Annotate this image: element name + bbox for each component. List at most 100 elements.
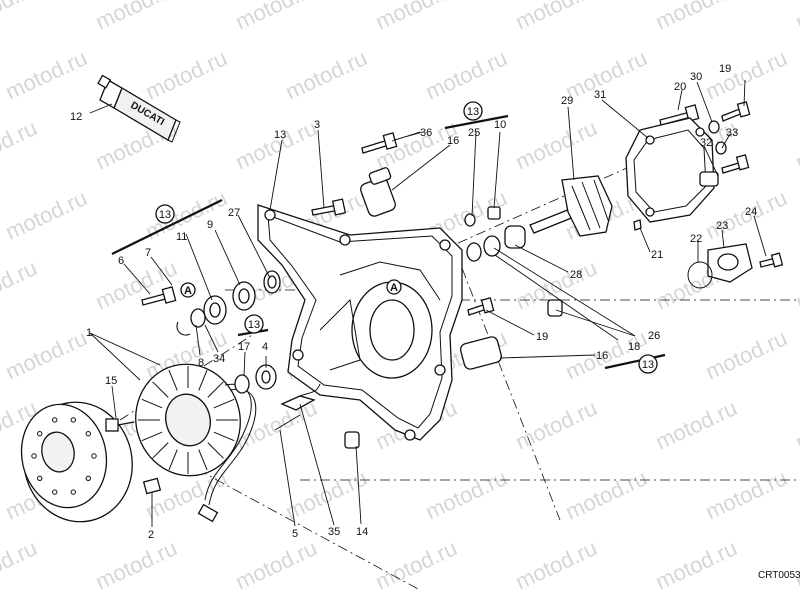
watermark-text: motod.ru xyxy=(562,465,651,524)
callout-6: 6 xyxy=(118,255,124,267)
flywheel-hole xyxy=(52,417,58,423)
stator-tooth xyxy=(141,398,163,409)
grease-tube: DUCATI xyxy=(97,74,181,143)
watermark-text: motod.ru xyxy=(702,325,791,384)
stator-tooth xyxy=(207,442,224,459)
callout-29: 29 xyxy=(561,95,573,107)
callout-5: 5 xyxy=(292,528,298,540)
small-parts xyxy=(274,167,563,449)
stator-tooth xyxy=(152,442,169,459)
callout-13: 13 xyxy=(274,129,286,141)
stator-tooth xyxy=(141,431,163,442)
watermark-text: motod.ru xyxy=(92,535,181,594)
stator-tooth xyxy=(152,381,169,398)
watermark-text: motod.ru xyxy=(92,0,181,35)
flywheel xyxy=(20,401,133,523)
flywheel-hole xyxy=(70,489,77,495)
callout-26: 26 xyxy=(648,330,660,342)
watermark-text: motod.ru xyxy=(652,395,741,454)
flywheel-hole xyxy=(31,453,37,459)
watermark-text: motod.ru xyxy=(142,45,231,104)
bearings xyxy=(176,270,281,394)
watermark-text: motod.ru xyxy=(0,535,41,594)
watermark-text: motod.ru xyxy=(512,0,601,35)
watermark-text: motod.ru xyxy=(792,0,800,35)
watermark-text: motod.ru xyxy=(792,395,800,454)
callout-30: 30 xyxy=(690,71,702,83)
watermark-text: motod.ru xyxy=(792,535,800,594)
watermark-text: motod.ru xyxy=(792,255,800,314)
callout-21: 21 xyxy=(651,249,663,261)
callout-16a: 16 xyxy=(447,135,459,147)
watermark-text: motod.ru xyxy=(372,0,461,35)
cap-and-ring xyxy=(687,243,753,289)
watermark-text: motod.ru xyxy=(512,535,601,594)
callout-36: 36 xyxy=(420,127,432,139)
watermark-text: motod.ru xyxy=(512,395,601,454)
watermark-text: motod.ru xyxy=(0,115,41,174)
stator-tooth xyxy=(168,449,178,471)
group-marker-4: 13 xyxy=(642,359,654,371)
group-marker-3: 13 xyxy=(248,319,260,331)
callout-3: 3 xyxy=(314,119,320,131)
callout-7: 7 xyxy=(145,247,151,259)
callout-12: 12 xyxy=(70,111,82,123)
callout-20: 20 xyxy=(674,81,686,93)
watermark-text: motod.ru xyxy=(0,255,41,314)
flywheel-hole xyxy=(91,453,97,459)
bolts xyxy=(105,101,784,495)
callout-22: 22 xyxy=(690,233,702,245)
watermark-text: motod.ru xyxy=(2,45,91,104)
callout-35: 35 xyxy=(328,526,340,538)
stator-tooth xyxy=(198,369,208,391)
watermark-text: motod.ru xyxy=(232,0,321,35)
watermark-text: motod.ru xyxy=(792,115,800,174)
flywheel-hole xyxy=(85,475,92,481)
watermark-text: motod.ru xyxy=(702,45,791,104)
callout-19a: 19 xyxy=(536,331,548,343)
watermark-text: motod.ru xyxy=(232,115,321,174)
ref-marker-2: A xyxy=(390,282,398,294)
callout-31: 31 xyxy=(594,89,606,101)
watermark-text: motod.ru xyxy=(92,255,181,314)
stator-tooth xyxy=(207,381,224,398)
flywheel-hole xyxy=(85,431,92,437)
watermark-text: motod.ru xyxy=(652,535,741,594)
callout-15: 15 xyxy=(105,375,117,387)
callout-27: 27 xyxy=(228,207,240,219)
callout-17: 17 xyxy=(238,341,250,353)
flywheel-hole xyxy=(37,475,43,481)
watermark-text: motod.ru xyxy=(702,465,791,524)
watermark-text: motod.ru xyxy=(282,45,371,104)
flywheel-hole xyxy=(52,489,58,495)
stator-tooth xyxy=(198,449,208,471)
callout-25: 25 xyxy=(468,127,480,139)
callout-14: 14 xyxy=(356,526,368,538)
stator-tooth xyxy=(213,431,235,442)
callout-16b: 16 xyxy=(596,350,608,362)
watermark-text: motod.ru xyxy=(0,0,41,35)
watermark-text: motod.ru xyxy=(422,45,511,104)
group-marker-1: 13 xyxy=(159,209,171,221)
watermark-text: motod.ru xyxy=(232,535,321,594)
stator-tooth xyxy=(168,369,178,391)
side-cover xyxy=(257,204,463,441)
flywheel-hole xyxy=(37,431,43,437)
group-marker-2: 13 xyxy=(467,106,479,118)
stator xyxy=(135,363,257,523)
ref-marker-1: A xyxy=(184,285,192,297)
callout-24: 24 xyxy=(745,206,757,218)
callout-28: 28 xyxy=(570,269,582,281)
watermark-text: motod.ru xyxy=(372,535,461,594)
callout-19b: 19 xyxy=(719,63,731,75)
ref-markers: A A xyxy=(180,279,402,298)
callout-numbers: 1 2 3 4 5 6 7 8 9 10 11 12 13 14 15 16 1… xyxy=(70,63,757,541)
watermark-text: motod.ru xyxy=(2,185,91,244)
callout-23: 23 xyxy=(716,220,728,232)
callout-34: 34 xyxy=(213,353,225,365)
watermark-text: motod.ru xyxy=(2,325,91,384)
stator-tooth xyxy=(213,398,235,409)
group-brackets: 13 13 13 13 xyxy=(111,101,666,374)
callout-2: 2 xyxy=(148,529,154,541)
